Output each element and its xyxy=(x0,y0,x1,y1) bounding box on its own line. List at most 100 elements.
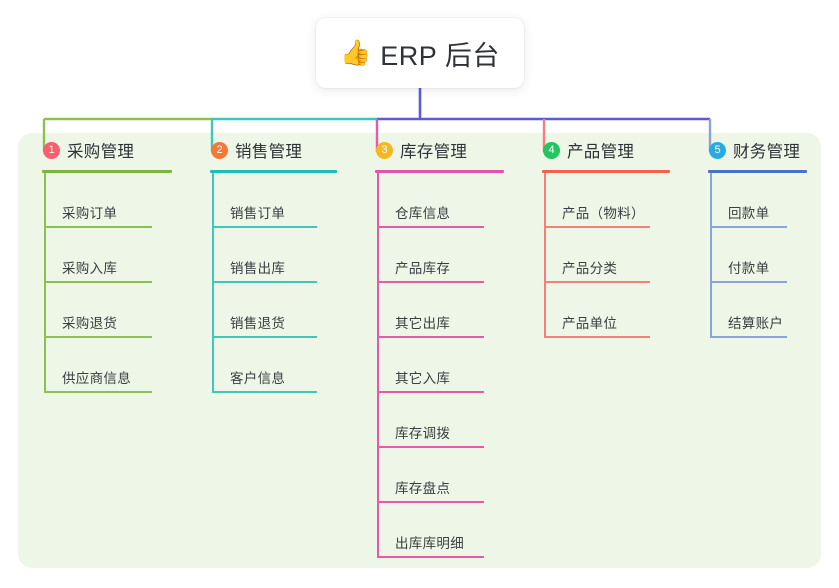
branch-item[interactable]: 库存调拨 xyxy=(377,393,522,448)
branch-item[interactable]: 供应商信息 xyxy=(44,338,190,393)
branch-item-label: 产品分类 xyxy=(562,261,618,277)
branch-index-badge: 3 xyxy=(376,141,393,159)
branch-item-label: 出库库明细 xyxy=(395,536,464,552)
branch-title: 采购管理 xyxy=(67,143,135,161)
branch-index-badge: 4 xyxy=(543,141,560,159)
branch-item-label: 采购退货 xyxy=(62,316,118,332)
branch-item[interactable]: 其它出库 xyxy=(377,283,522,338)
branch-title: 产品管理 xyxy=(567,143,635,161)
branch-item-label: 付款单 xyxy=(728,261,770,277)
branch-title: 财务管理 xyxy=(733,143,801,161)
root-node-card[interactable]: 👍 ERP 后台 xyxy=(316,18,524,88)
branch-index-badge: 2 xyxy=(211,141,228,159)
branch-item-list: 采购订单采购入库采购退货供应商信息 xyxy=(22,173,190,393)
branch-header[interactable]: 3 库存管理 xyxy=(355,133,522,167)
branch-underline xyxy=(542,170,670,173)
branch-item-underline xyxy=(544,336,650,338)
branch-item-label: 结算账户 xyxy=(728,316,784,332)
branch-item[interactable]: 销售订单 xyxy=(212,173,355,228)
branch-item-underline xyxy=(44,336,152,338)
branches-panel xyxy=(18,133,821,568)
branch-underline xyxy=(42,170,172,173)
branch-spine xyxy=(377,173,379,556)
branch-item-underline xyxy=(710,336,787,338)
branch-item-list: 销售订单销售出库销售退货客户信息 xyxy=(190,173,355,393)
branch-item-label: 库存调拨 xyxy=(395,426,451,442)
branch-underline xyxy=(375,170,504,173)
branch-item-underline xyxy=(44,281,152,283)
branch-item-underline xyxy=(544,226,650,228)
branch-item-underline xyxy=(377,226,484,228)
branch-column: 5 财务管理回款单付款单结算账户 xyxy=(688,133,825,338)
branch-item[interactable]: 采购订单 xyxy=(44,173,190,228)
branch-item-underline xyxy=(212,336,317,338)
branch-item[interactable]: 结算账户 xyxy=(710,283,825,338)
branch-item-underline xyxy=(44,226,152,228)
page-title: ERP 后台 xyxy=(380,40,500,71)
branch-index-badge: 5 xyxy=(709,141,726,159)
branch-item-label: 其它入库 xyxy=(395,371,451,387)
branch-item-label: 库存盘点 xyxy=(395,481,451,497)
branch-item-label: 仓库信息 xyxy=(395,206,451,222)
branch-item-label: 回款单 xyxy=(728,206,770,222)
thumbs-up-icon: 👍 xyxy=(340,38,372,67)
branch-item-underline xyxy=(212,281,317,283)
branch-item-label: 销售订单 xyxy=(230,206,286,222)
branch-item-underline xyxy=(212,391,317,393)
branch-item[interactable]: 其它入库 xyxy=(377,338,522,393)
branch-index-badge: 1 xyxy=(43,141,60,159)
branch-item[interactable]: 产品单位 xyxy=(544,283,688,338)
branch-columns: 1 采购管理采购订单采购入库采购退货供应商信息 2 销售管理销售订单销售出库销售退货客… xyxy=(18,133,821,568)
branch-item-list: 产品（物料） 产品分类产品单位 xyxy=(522,173,688,338)
branch-item-label: 销售出库 xyxy=(230,261,286,277)
branch-item-underline xyxy=(377,446,484,448)
branch-header[interactable]: 1 采购管理 xyxy=(22,133,190,167)
branch-item[interactable]: 销售退货 xyxy=(212,283,355,338)
branch-item-list: 仓库信息产品库存其它出库其它入库库存调拨库存盘点出库库明细 xyxy=(355,173,522,558)
branch-item-underline xyxy=(212,226,317,228)
branch-item-label: 产品（物料） xyxy=(562,206,645,222)
branch-item[interactable]: 客户信息 xyxy=(212,338,355,393)
branch-item-label: 供应商信息 xyxy=(62,371,131,387)
branch-item-underline xyxy=(710,226,787,228)
branch-item-underline xyxy=(44,391,152,393)
branch-item[interactable]: 回款单 xyxy=(710,173,825,228)
branch-item-label: 客户信息 xyxy=(230,371,286,387)
branch-item[interactable]: 产品分类 xyxy=(544,228,688,283)
branch-title: 库存管理 xyxy=(400,143,468,161)
branch-item[interactable]: 付款单 xyxy=(710,228,825,283)
branch-header[interactable]: 4 产品管理 xyxy=(522,133,688,167)
branch-underline xyxy=(210,170,337,173)
branch-item[interactable]: 采购入库 xyxy=(44,228,190,283)
branch-item[interactable]: 采购退货 xyxy=(44,283,190,338)
branch-item-underline xyxy=(544,281,650,283)
branch-item-underline xyxy=(710,281,787,283)
branch-item-underline xyxy=(377,556,484,558)
branch-item-label: 采购订单 xyxy=(62,206,118,222)
branch-column: 3 库存管理仓库信息产品库存其它出库其它入库库存调拨库存盘点出库库明细 xyxy=(355,133,522,558)
branch-column: 4 产品管理产品（物料） 产品分类产品单位 xyxy=(522,133,688,338)
branch-item-underline xyxy=(377,391,484,393)
branch-item-label: 产品单位 xyxy=(562,316,618,332)
branch-item[interactable]: 产品（物料） xyxy=(544,173,688,228)
branch-item[interactable]: 库存盘点 xyxy=(377,448,522,503)
branch-spine xyxy=(544,173,546,336)
branch-item-label: 销售退货 xyxy=(230,316,286,332)
branch-column: 1 采购管理采购订单采购入库采购退货供应商信息 xyxy=(22,133,190,393)
branch-column: 2 销售管理销售订单销售出库销售退货客户信息 xyxy=(190,133,355,393)
branch-item[interactable]: 出库库明细 xyxy=(377,503,522,558)
branch-header[interactable]: 2 销售管理 xyxy=(190,133,355,167)
branch-header[interactable]: 5 财务管理 xyxy=(688,133,825,167)
branch-spine xyxy=(710,173,712,336)
branch-underline xyxy=(708,170,807,173)
branch-item-underline xyxy=(377,336,484,338)
branch-item[interactable]: 产品库存 xyxy=(377,228,522,283)
branch-item-list: 回款单付款单结算账户 xyxy=(688,173,825,338)
branch-item[interactable]: 销售出库 xyxy=(212,228,355,283)
branch-item-label: 其它出库 xyxy=(395,316,451,332)
branch-item[interactable]: 仓库信息 xyxy=(377,173,522,228)
branch-title: 销售管理 xyxy=(235,143,303,161)
branch-item-label: 采购入库 xyxy=(62,261,118,277)
branch-item-underline xyxy=(377,501,484,503)
